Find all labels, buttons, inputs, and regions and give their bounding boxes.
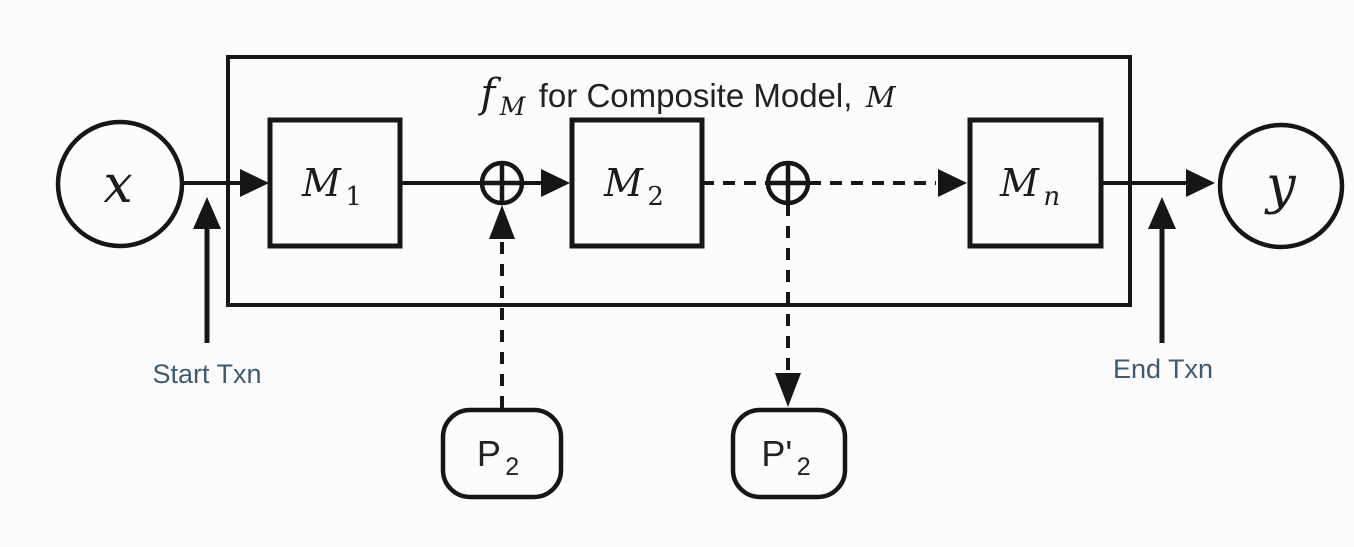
composite-model-title: f M for Composite Model, M [477,71,896,121]
model-m2-label: M 2 [603,161,664,212]
title-f-symbol: f [477,71,501,117]
edge-p2-to-xor1 [489,205,515,408]
model-m2-node: M 2 [569,117,705,249]
patch-p2prime-base: P' [761,433,792,474]
patch-p2prime-sub: 2 [797,453,811,481]
arrowhead-up-icon [1148,197,1176,229]
output-node: y [1217,122,1345,250]
xor-junction-2-icon [765,160,811,206]
arrowhead-down-icon [775,373,801,407]
model-m1-box [267,117,403,249]
edge-xor1-to-m2 [522,169,570,197]
model-m1-node: M 1 [267,117,403,249]
output-node-circle [1217,122,1345,250]
input-node-label: x [103,155,132,215]
edge-xor2-to-mn [809,169,967,197]
title-text: for Composite Model, [539,77,853,114]
end-txn-label: End Txn [1113,354,1213,384]
output-node-label: y [1264,156,1296,216]
patch-p2-base: P [477,433,501,474]
model-mn-base: M [999,161,1040,205]
model-mn-box [967,117,1104,249]
model-mn-label: M n [999,161,1060,212]
patch-p2-box [440,407,564,500]
edge-xor2-to-p2prime [775,204,801,407]
patch-p2prime-label: P' 2 [761,433,810,481]
start-txn-label: Start Txn [152,359,261,389]
patch-p2prime-node: P' 2 [730,407,848,500]
arrowhead-icon [541,169,570,197]
xor-junction-1-icon [479,160,525,206]
patch-p2-label: P 2 [477,433,519,481]
arrowhead-icon [240,169,269,197]
title-f-subscript: M [499,92,527,121]
model-mn-node: M n [967,117,1104,249]
input-node: x [55,119,185,249]
arrowhead-up-icon [193,197,221,229]
model-mn-sub: n [1043,182,1060,212]
model-m2-base: M [603,161,644,205]
model-m1-base: M [301,161,342,205]
end-txn-marker: End Txn [1113,197,1213,384]
arrowhead-icon [1186,169,1215,197]
start-txn-marker: Start Txn [152,197,262,389]
model-m1-label: M 1 [301,161,362,212]
patch-p2-sub: 2 [505,453,519,481]
patch-p2prime-box [730,407,848,500]
edge-mn-to-output [1101,169,1215,197]
arrowhead-up-icon [489,205,515,239]
model-m2-sub: 2 [647,182,664,212]
arrowhead-icon [938,169,967,197]
title-model-symbol: M [865,80,897,114]
model-m1-sub: 1 [345,182,362,212]
edge-input-to-m1 [182,169,269,197]
patch-p2-node: P 2 [440,407,564,500]
